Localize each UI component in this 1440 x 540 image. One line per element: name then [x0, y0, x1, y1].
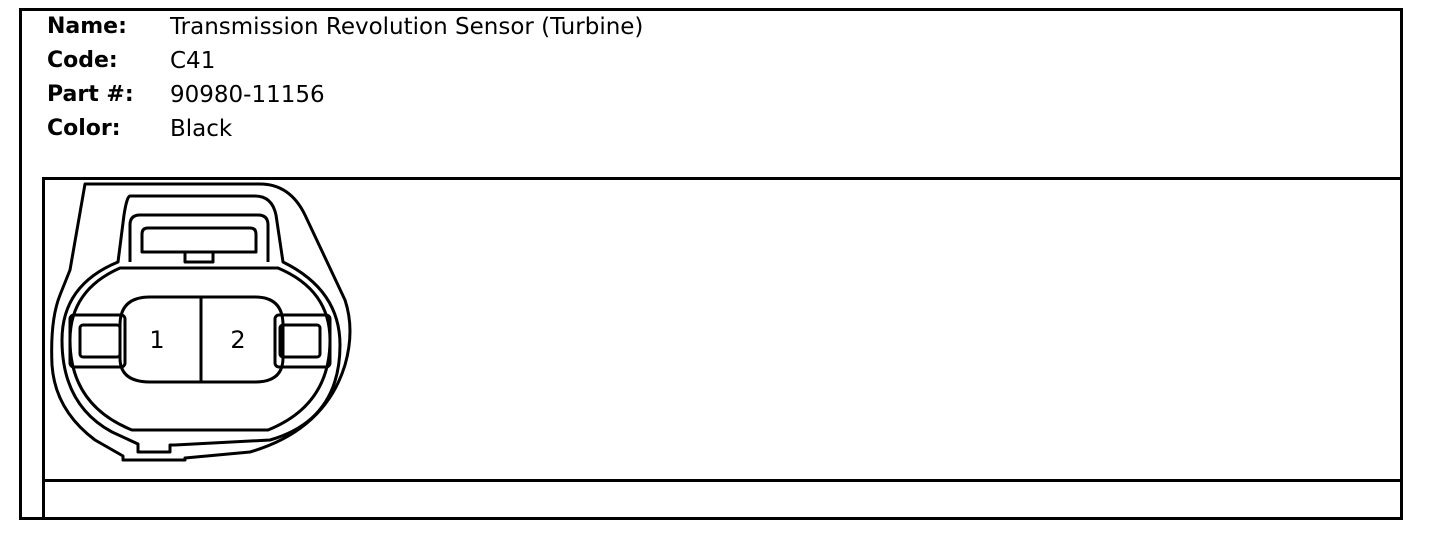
name-value: Transmission Revolution Sensor (Turbine): [170, 14, 644, 40]
pin-2-label: 2: [230, 326, 245, 354]
code-value: C41: [170, 48, 216, 74]
connector-outer-housing: [50, 182, 352, 462]
part-label: Part #:: [47, 82, 134, 107]
left-guide-slot: [68, 313, 127, 369]
connector-info-frame: [19, 8, 1403, 520]
inner-cavity: [68, 266, 332, 432]
color-label: Color:: [47, 116, 121, 141]
latch-notch: [183, 250, 215, 264]
code-label: Code:: [47, 48, 118, 73]
color-value: Black: [170, 116, 233, 142]
left-guide-slot-inner: [78, 323, 122, 359]
latch-inner: [140, 226, 258, 254]
locking-latch: [128, 213, 270, 262]
part-value: 90980-11156: [170, 82, 325, 108]
right-guide-slot: [273, 313, 332, 369]
pin-1-label: 1: [149, 326, 164, 354]
connector-inner-housing: [60, 194, 342, 454]
right-guide-slot-inner: [278, 323, 322, 359]
name-label: Name:: [47, 14, 127, 39]
footer-box: [42, 479, 1400, 517]
pin-cavity-block: [118, 295, 285, 384]
